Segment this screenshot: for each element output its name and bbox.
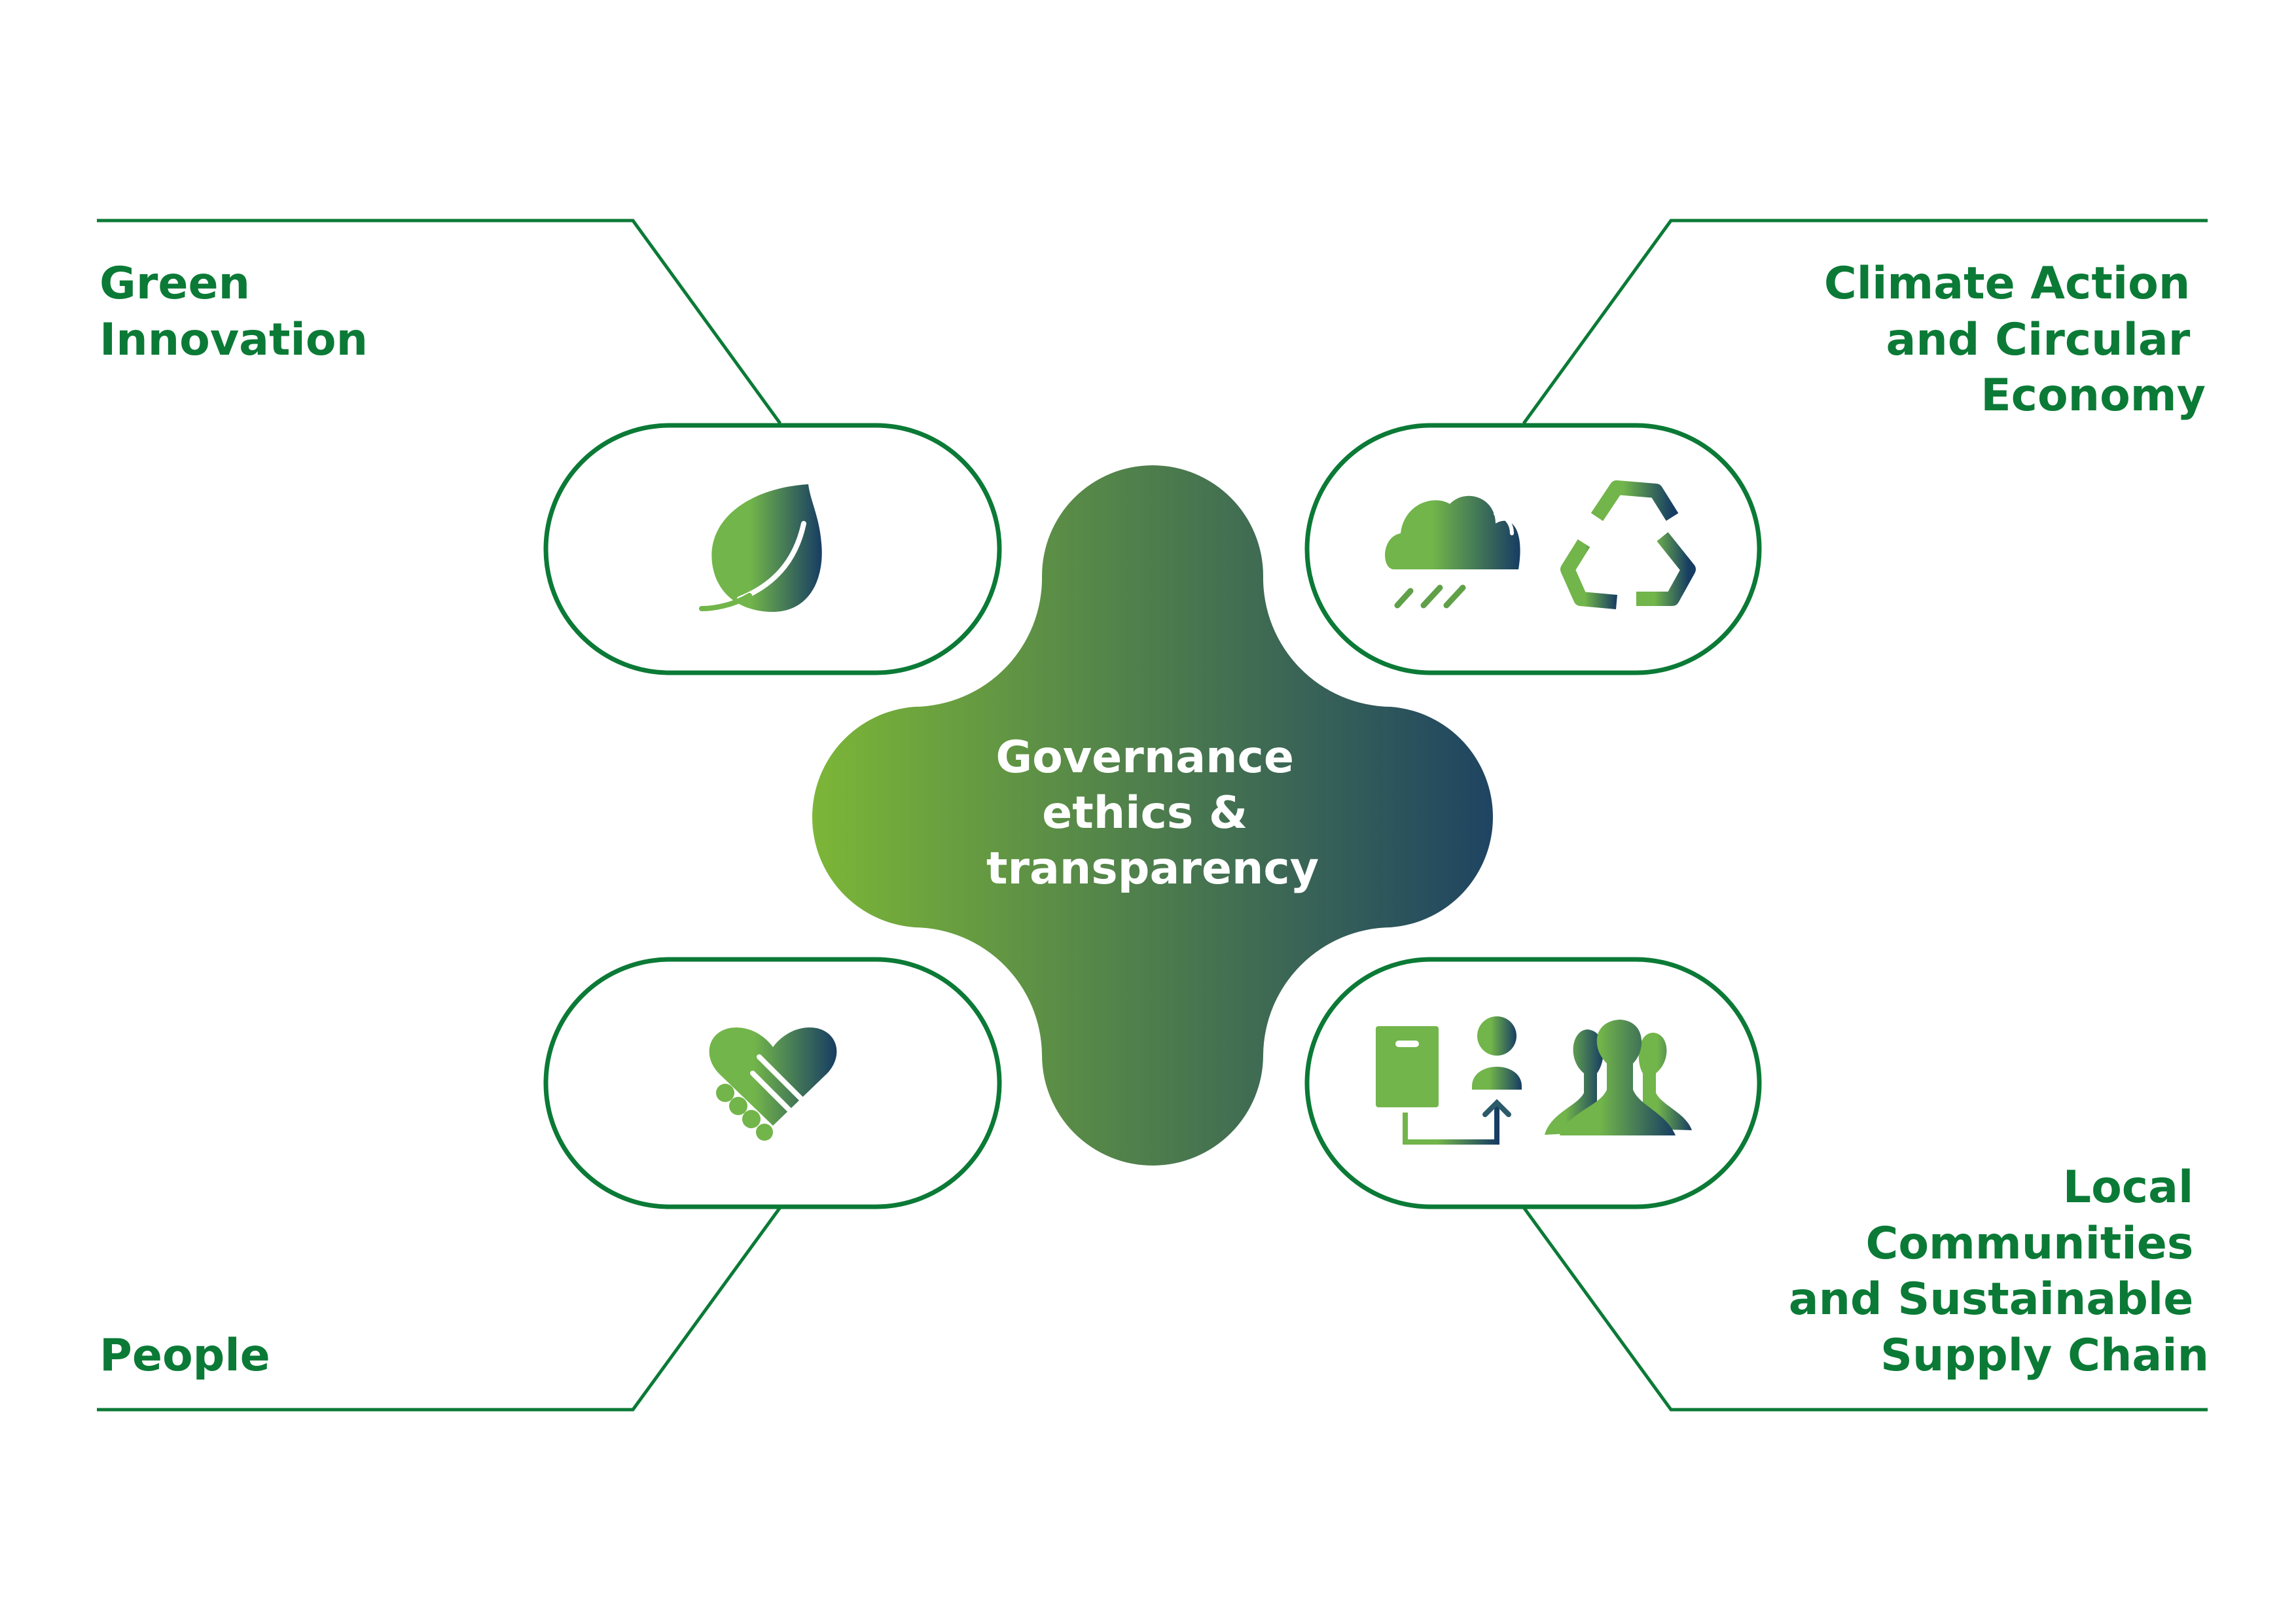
connector-line-people xyxy=(97,1206,782,1412)
center-title: Governance ethics & transparency xyxy=(986,732,1319,895)
label-green-innovation: Green Innovation xyxy=(99,258,368,366)
connector-line-local-communities xyxy=(1522,1206,2208,1412)
connector-line-climate-action xyxy=(1522,219,2208,425)
supply-chain-icon xyxy=(1376,1016,1522,1145)
community-group-icon xyxy=(1545,1020,1692,1135)
pill-local-communities xyxy=(1304,957,1762,1209)
center-plus-shape xyxy=(812,465,1494,1166)
handshake-heart-icon xyxy=(709,1027,837,1141)
leaf-icon xyxy=(699,484,822,612)
label-local-communities: Local Communities and Sustainable Supply… xyxy=(1789,1162,2209,1382)
label-people: People xyxy=(99,1330,270,1382)
connector-line-green-innovation xyxy=(97,219,782,425)
recycle-icon xyxy=(1560,480,1696,609)
pill-climate-action xyxy=(1304,423,1762,675)
rain-cloud-icon xyxy=(1385,495,1520,609)
label-climate-action: Climate Action and Circular Economy xyxy=(1824,258,2206,421)
